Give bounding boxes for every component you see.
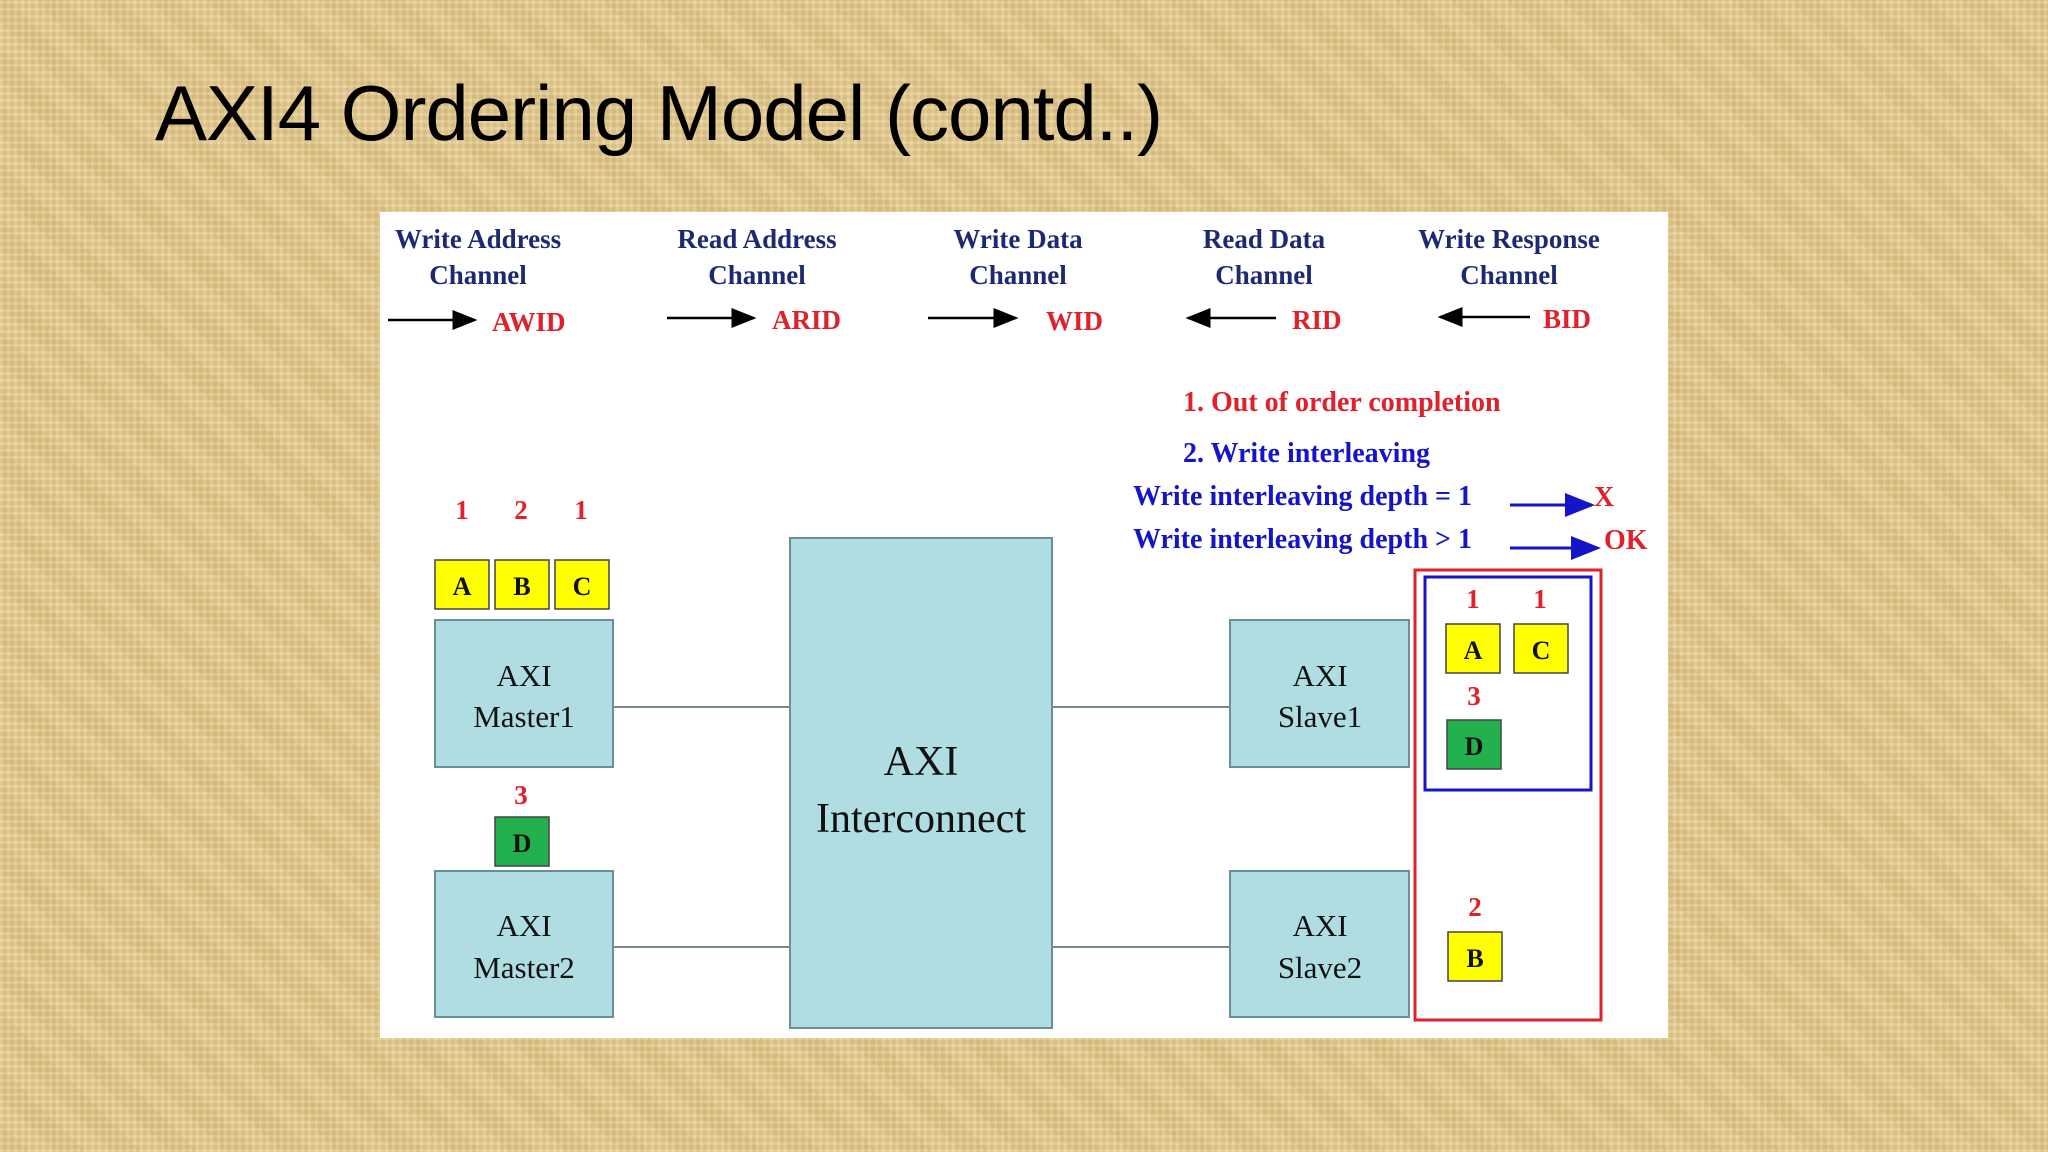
transaction-d-box [1446,719,1502,770]
channel-word: Channel [969,260,1067,290]
block-line2: Slave2 [1278,950,1362,985]
note-write-interleaving: 2. Write interleaving [1183,438,1430,469]
channel-id: AWID [492,307,566,337]
depth-greater-text: Write interleaving depth > 1 [1133,524,1472,555]
transaction-a-box [1445,623,1501,674]
channel-word: Channel [1460,260,1558,290]
transaction-id: 3 [514,780,528,810]
transaction-d-box [494,816,550,867]
master2-transactions: 3 D [494,780,550,867]
channel-name: Read Data [1203,224,1326,254]
block-line2: Interconnect [816,796,1026,842]
axi-slave1-block: AXI Slave1 [1229,619,1410,768]
transaction-letter: A [453,572,472,601]
channel-word: Channel [429,260,527,290]
slaves-transaction-frame [1413,568,1603,1022]
channel-word: Channel [1215,260,1313,290]
axi-ordering-diagram: Write Address Channel AWID Read Address … [380,212,1668,1038]
channel-name: Write Data [953,224,1083,254]
transaction-letter: A [1464,636,1483,665]
axi-master1-block: AXI Master1 [434,619,614,768]
transaction-letter: B [513,572,530,601]
axi-interconnect-block: AXI Interconnect [789,537,1053,1029]
transaction-b-box [1447,931,1503,982]
slave1-transaction-frame [1423,575,1593,792]
transaction-id: 1 [574,495,588,525]
block-line1: AXI [1292,908,1347,943]
block-line2: Slave1 [1278,699,1362,734]
slave1-transactions: 1 1 A C 3 D [1445,584,1569,770]
channel-id: WID [1046,306,1103,336]
channel-name: Write Response [1418,224,1600,254]
axi-slave2-block: AXI Slave2 [1229,870,1410,1018]
slave2-transactions: 2 B [1447,892,1503,982]
slide-title: AXI4 Ordering Model (contd..) [155,69,1163,157]
transaction-a-box [434,559,490,610]
transaction-id: 1 [455,495,469,525]
channel-write-data: Write Data Channel WID [928,224,1103,336]
transaction-letter: B [1466,944,1483,973]
note-out-of-order: 1. Out of order completion [1183,387,1501,418]
transaction-id: 3 [1467,681,1481,711]
transaction-id: 2 [1468,892,1482,922]
channel-write-response: Write Response Channel BID [1418,224,1600,334]
channel-word: Channel [708,260,806,290]
transaction-c-box [554,559,610,610]
channel-id: BID [1543,304,1591,334]
block-line2: Master2 [473,950,575,985]
channel-name: Write Address [395,224,561,254]
depth-greater-row: Write interleaving depth > 1 OK [1133,524,1648,560]
block-line1: AXI [496,908,551,943]
depth-equal-row: Write interleaving depth = 1 X [1133,481,1614,517]
channel-read-address: Read Address Channel ARID [667,224,841,335]
block-line2: Master1 [473,699,575,734]
transaction-letter: D [1465,732,1484,761]
transaction-id: 2 [514,495,528,525]
axi-master2-block: AXI Master2 [434,870,614,1018]
depth-equal-result: X [1594,482,1614,513]
block-line1: AXI [884,739,959,785]
master1-transactions: 1 2 1 A B C [434,495,610,610]
channel-name: Read Address [677,224,836,254]
transaction-letter: C [1532,636,1551,665]
transaction-id: 1 [1466,584,1480,614]
block-line1: AXI [496,658,551,693]
channel-id: RID [1292,305,1342,335]
transaction-letter: C [573,572,592,601]
depth-equal-text: Write interleaving depth = 1 [1133,481,1472,512]
transaction-b-box [494,559,550,610]
channel-write-address: Write Address Channel AWID [388,224,566,337]
transaction-letter: D [513,829,532,858]
transaction-id: 1 [1533,584,1547,614]
channel-read-data: Read Data Channel RID [1185,224,1342,335]
transaction-c-box [1513,623,1569,674]
block-line1: AXI [1292,658,1347,693]
depth-greater-result: OK [1604,525,1648,556]
channel-id: ARID [772,305,841,335]
